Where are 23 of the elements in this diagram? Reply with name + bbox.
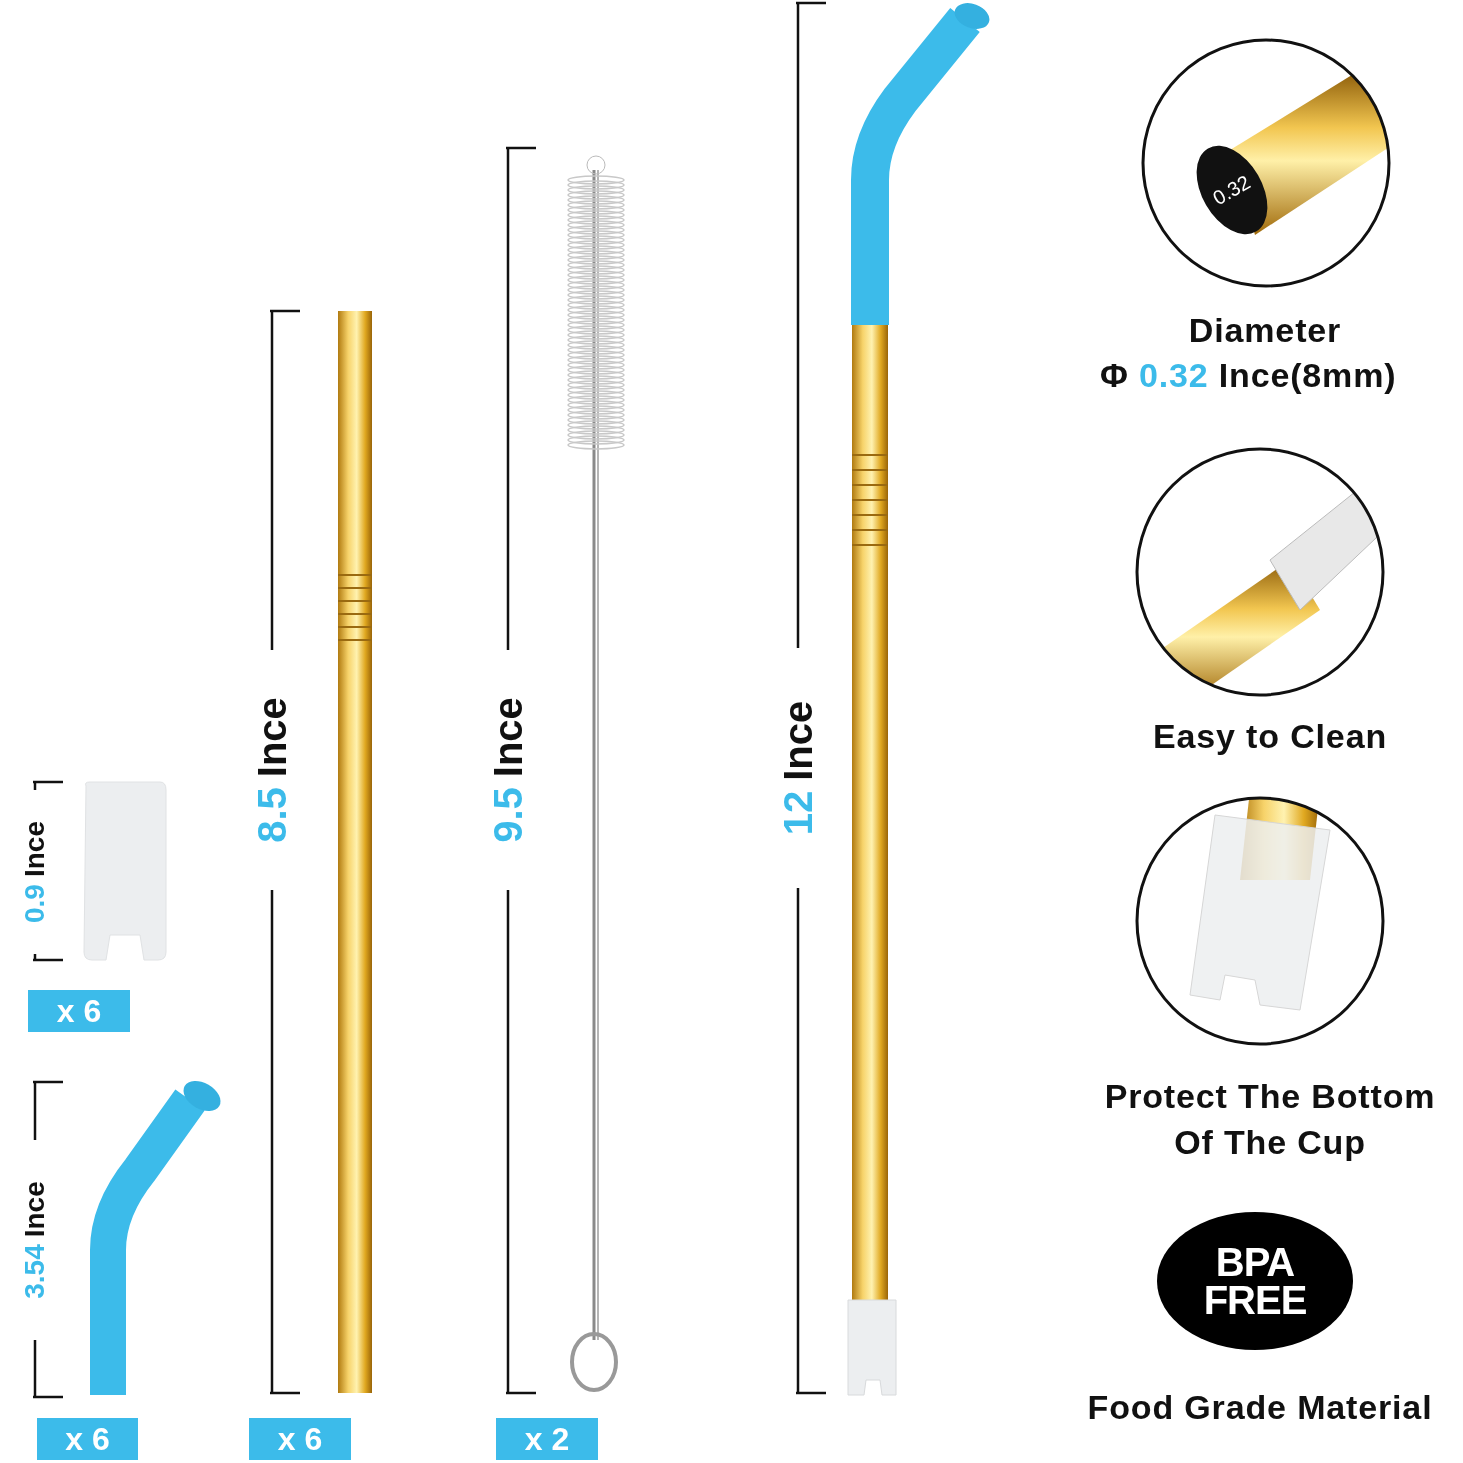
quantity-badge: x 6 xyxy=(28,990,130,1032)
dimension-unit: Ince(8mm) xyxy=(1218,358,1397,392)
certification-badge: BPA FREE xyxy=(1157,1212,1353,1350)
dimension-unit: Ince xyxy=(252,697,292,778)
feature-caption: Protect The Bottom Of The Cup xyxy=(1103,1076,1437,1163)
dimension-unit: Ince xyxy=(21,1181,49,1238)
feature-caption: Food Grade Material xyxy=(1086,1387,1434,1428)
dimension-unit: Ince xyxy=(488,697,528,778)
dimension-value: 8.5 xyxy=(252,787,292,843)
dimension-unit: Ince xyxy=(778,700,818,781)
dimension-value: 3.54 xyxy=(21,1244,49,1299)
dimension-unit: Ince xyxy=(21,821,49,878)
feature-caption: Easy to Clean xyxy=(1152,716,1388,757)
quantity-badge: x 2 xyxy=(496,1418,598,1460)
diameter-mark: 0.32 xyxy=(1209,171,1254,209)
dimension-value: 9.5 xyxy=(488,787,528,843)
quantity-badge: x 6 xyxy=(249,1418,351,1460)
dimension-value: 0.32 xyxy=(1138,358,1209,392)
quantity-badge: x 6 xyxy=(37,1418,138,1460)
dimension-value: 12 xyxy=(778,790,818,836)
feature-caption: Diameter xyxy=(1187,310,1343,351)
dimension-value: 0.9 xyxy=(21,884,49,923)
diameter-symbol: Φ xyxy=(1100,358,1129,392)
